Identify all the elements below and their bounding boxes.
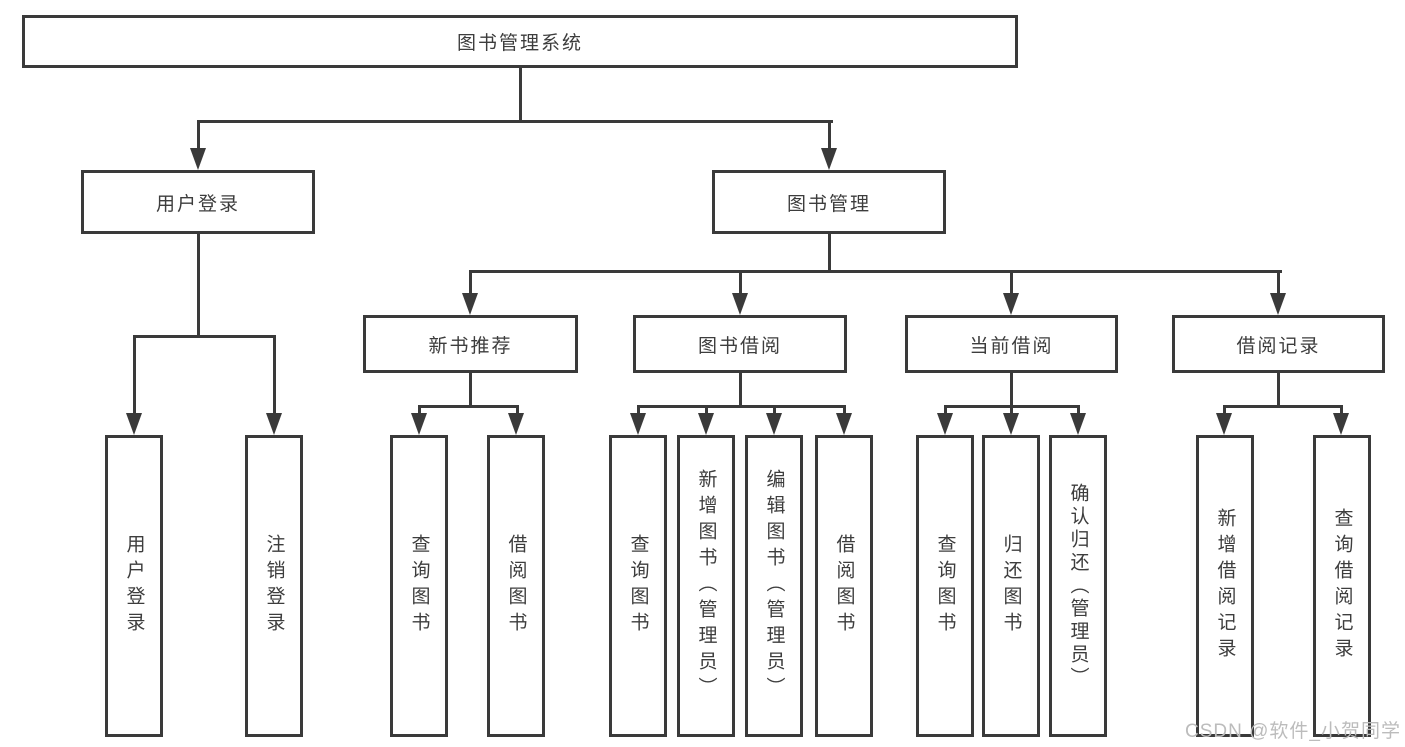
arrow-down-icon (732, 293, 748, 315)
connector-level3-stem (1277, 270, 1280, 296)
arrow-down-icon (1270, 293, 1286, 315)
arrow-down-icon (766, 413, 782, 435)
node-book-borrow-label: 图书借阅 (697, 335, 782, 357)
connector-bookmgmt-down (828, 232, 831, 273)
node-leaf-borrow-books-a: 借阅图书 (487, 435, 545, 737)
node-current-borrow-label: 当前借阅 (969, 335, 1054, 357)
node-book-mgmt: 图书管理 (712, 170, 946, 234)
arrow-down-icon (836, 413, 852, 435)
leaf-label: 编辑图书（管理员） (763, 469, 785, 703)
connector-leaf-stem (1223, 405, 1226, 417)
node-leaf-edit-book: 编辑图书（管理员） (745, 435, 803, 737)
node-leaf-query-books-b: 查询图书 (609, 435, 667, 737)
node-leaf-user-login: 用户登录 (105, 435, 163, 737)
arrow-down-icon (1216, 413, 1232, 435)
connector-leaf-stem (133, 335, 136, 415)
leaf-label: 归还图书 (1000, 534, 1022, 638)
node-leaf-add-borrow-record: 新增借阅记录 (1196, 435, 1254, 737)
connector-root-branch (197, 120, 833, 123)
leaf-label: 新增图书（管理员） (695, 469, 717, 703)
leaf-label: 用户登录 (123, 534, 145, 638)
arrow-down-icon (411, 413, 427, 435)
connector-leaf-stem (843, 405, 846, 417)
arrow-down-icon (508, 413, 524, 435)
connector-bookborrow-down (739, 371, 742, 408)
connector-newbooks-branch (418, 405, 519, 408)
node-current-borrow: 当前借阅 (905, 315, 1118, 373)
arrow-down-icon (266, 413, 282, 435)
node-leaf-return-book: 归还图书 (982, 435, 1040, 737)
leaf-label: 注销登录 (263, 534, 285, 638)
arrow-down-icon (1333, 413, 1349, 435)
node-leaf-query-books-c: 查询图书 (916, 435, 974, 737)
arrow-down-icon (462, 293, 478, 315)
connector-level3-stem (1010, 270, 1013, 296)
arrow-down-icon (821, 148, 837, 170)
node-book-mgmt-label: 图书管理 (786, 193, 871, 215)
node-book-borrow: 图书借阅 (633, 315, 847, 373)
node-root: 图书管理系统 (22, 15, 1018, 68)
connector-borrowrecords-down (1277, 371, 1280, 408)
arrow-down-icon (1070, 413, 1086, 435)
arrow-down-icon (1003, 293, 1019, 315)
connector-level3-stem (739, 270, 742, 296)
connector-bookmgmt-stem (828, 120, 831, 150)
arrow-down-icon (190, 148, 206, 170)
node-leaf-query-books-a: 查询图书 (390, 435, 448, 737)
connector-level3-stem (469, 270, 472, 296)
node-user-login: 用户登录 (81, 170, 315, 234)
node-leaf-logout: 注销登录 (245, 435, 303, 737)
node-leaf-query-borrow-record: 查询借阅记录 (1313, 435, 1371, 737)
connector-bookborrow-branch (637, 405, 846, 408)
connector-userlogin-stem (197, 120, 200, 150)
leaf-label: 查询借阅记录 (1331, 508, 1353, 664)
connector-leaf-stem (516, 405, 519, 417)
leaf-label: 借阅图书 (505, 534, 527, 638)
leaf-label: 查询图书 (934, 534, 956, 638)
leaf-label: 借阅图书 (833, 534, 855, 638)
node-new-books: 新书推荐 (363, 315, 578, 373)
arrow-down-icon (630, 413, 646, 435)
connector-leaf-stem (944, 405, 947, 417)
connector-userlogin-branch (133, 335, 276, 338)
connector-leaf-stem (273, 335, 276, 415)
leaf-label: 查询图书 (627, 534, 649, 638)
connector-leaf-stem (705, 405, 708, 417)
arrow-down-icon (126, 413, 142, 435)
csdn-watermark: CSDN @软件_小贺同学 (1185, 721, 1401, 742)
arrow-down-icon (698, 413, 714, 435)
arrow-down-icon (937, 413, 953, 435)
leaf-label: 查询图书 (408, 534, 430, 638)
connector-newbooks-down (469, 371, 472, 408)
arrow-down-icon (1003, 413, 1019, 435)
connector-leaf-stem (1010, 405, 1013, 417)
node-leaf-confirm-return: 确认归还（管理员） (1049, 435, 1107, 737)
connector-leaf-stem (637, 405, 640, 417)
connector-leaf-stem (418, 405, 421, 417)
connector-userlogin-down (197, 232, 200, 338)
connector-leaf-stem (773, 405, 776, 417)
node-leaf-add-book: 新增图书（管理员） (677, 435, 735, 737)
leaf-label: 新增借阅记录 (1214, 508, 1236, 664)
node-borrow-records-label: 借阅记录 (1236, 335, 1321, 357)
node-root-label: 图书管理系统 (456, 33, 583, 54)
leaf-label: 确认归还（管理员） (1067, 482, 1089, 690)
node-borrow-records: 借阅记录 (1172, 315, 1385, 373)
connector-root-stem (519, 66, 522, 122)
node-user-login-label: 用户登录 (155, 193, 240, 215)
node-leaf-borrow-books-b: 借阅图书 (815, 435, 873, 737)
connector-borrowrecords-branch (1223, 405, 1343, 408)
connector-currentborrow-down (1010, 371, 1013, 408)
node-new-books-label: 新书推荐 (428, 335, 513, 357)
connector-bookmgmt-branch (469, 270, 1282, 273)
connector-leaf-stem (1340, 405, 1343, 417)
connector-leaf-stem (1077, 405, 1080, 417)
